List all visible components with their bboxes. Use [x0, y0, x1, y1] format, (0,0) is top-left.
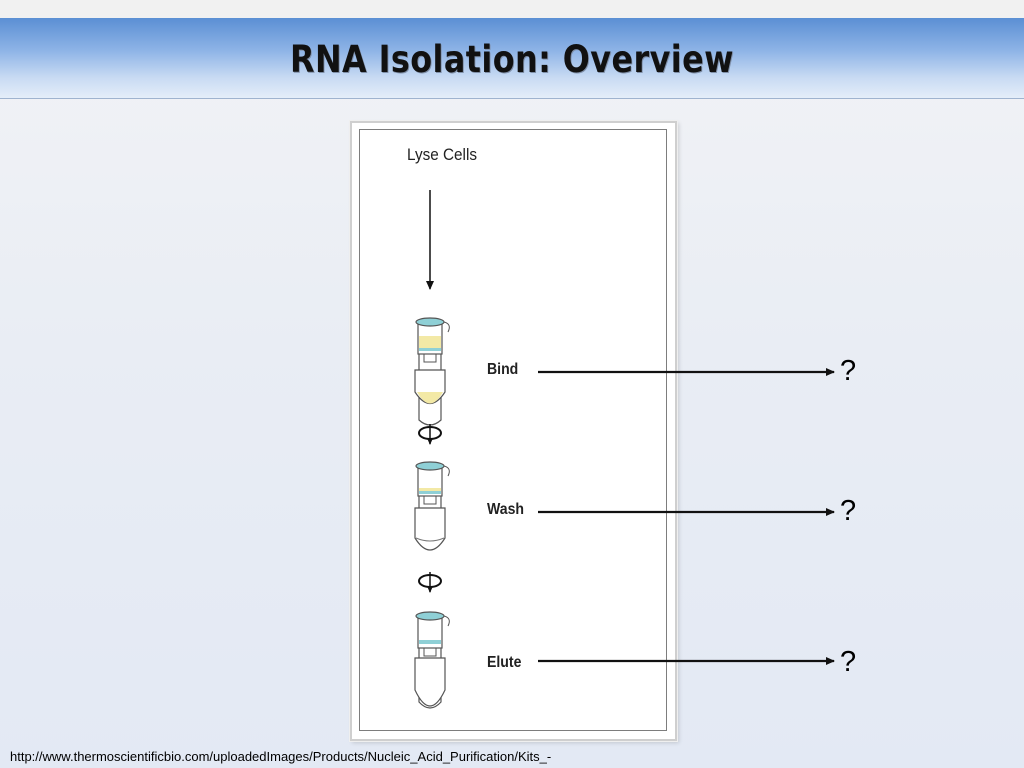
source-url: http://www.thermoscientificbio.com/uploa… — [10, 749, 552, 764]
wash-label: Wash — [487, 501, 525, 518]
page-title: RNA Isolation: Overview — [290, 38, 734, 81]
wash-spin-tube-icon — [414, 461, 450, 551]
title-banner — [0, 18, 1024, 99]
wash-question-mark: ? — [840, 495, 857, 527]
elute-label: Elute — [487, 654, 522, 671]
bind-label: Bind — [487, 361, 519, 378]
lyse-cells-label: Lyse Cells — [407, 145, 478, 164]
elute-spin-tube-icon — [414, 611, 450, 709]
bind-question-mark: ? — [840, 355, 857, 387]
figure-panel — [359, 129, 667, 731]
top-strip — [0, 0, 1024, 18]
centrifuge-rotation-icon — [418, 572, 442, 593]
centrifuge-rotation-icon — [418, 424, 442, 445]
bind-spin-tube-icon — [414, 317, 450, 426]
elute-question-mark: ? — [840, 646, 857, 678]
